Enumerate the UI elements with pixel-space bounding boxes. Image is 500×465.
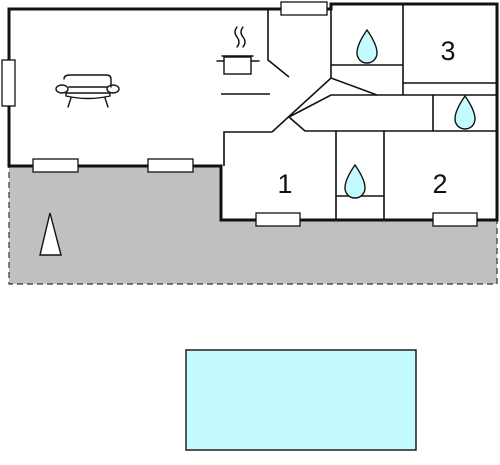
window-left [1,59,16,107]
window-room-2 [432,212,478,227]
sofa-icon [55,74,120,108]
windows [1,1,478,227]
triangle-marker-icon [39,212,62,256]
water-drop-icon [454,94,476,130]
swimming-pool [185,349,417,451]
window-room-1 [255,212,301,227]
water-drop-icon [356,28,378,64]
window-bottom-left-1 [32,158,79,173]
water-drop-icons [344,28,476,199]
interior-walls [221,4,497,220]
water-drop-icon [344,163,366,199]
cooking-pot-icon [216,26,260,75]
room-label-3: 3 [440,36,455,66]
window-top [280,1,328,16]
room-label-1: 1 [277,169,292,199]
window-bottom-left-2 [147,158,194,173]
room-label-2: 2 [432,169,447,199]
